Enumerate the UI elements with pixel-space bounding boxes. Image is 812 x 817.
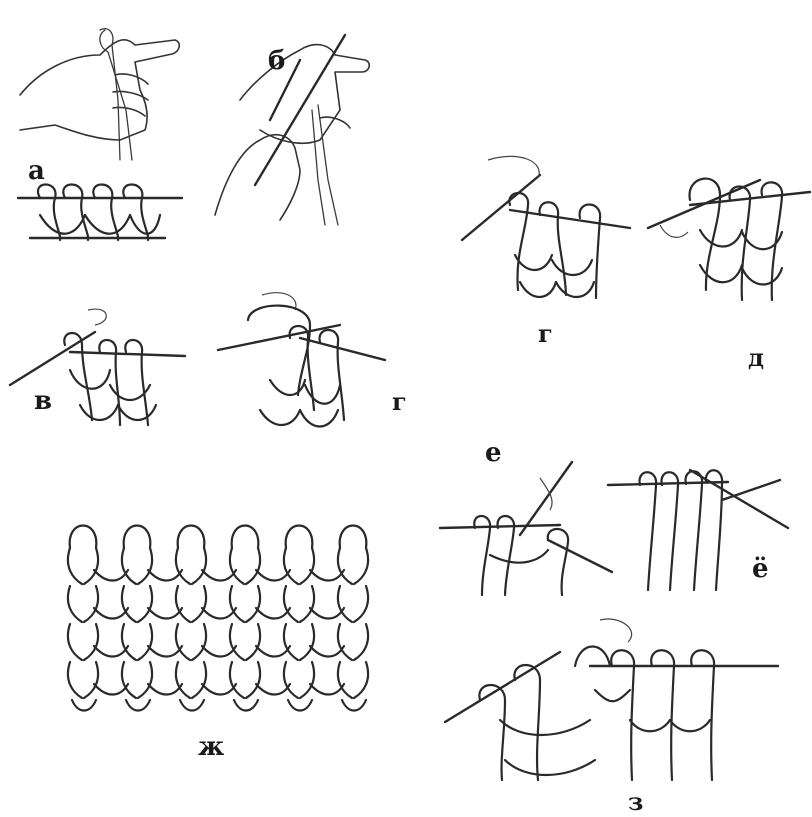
fabric-link	[148, 646, 182, 657]
fabric-stitch	[176, 624, 206, 660]
figure-d-purl-loop	[648, 179, 810, 300]
fabric-link	[202, 570, 236, 581]
figure-b-hands-needle	[215, 35, 369, 225]
fabric-stitch	[68, 586, 98, 622]
label-v: в	[34, 388, 52, 414]
fabric-top-loop	[232, 526, 259, 549]
fabric-stitch	[122, 586, 152, 622]
fabric-stitch	[284, 624, 314, 660]
fabric-link	[256, 570, 290, 581]
label-yo: ё	[752, 556, 769, 582]
fabric-stitch	[230, 586, 260, 622]
figure-zh-fabric	[68, 526, 368, 711]
figure-g-left-wrap	[218, 293, 385, 427]
fabric-top-loop	[340, 526, 367, 549]
fabric-link	[310, 608, 344, 619]
fabric-link	[256, 684, 290, 695]
fabric-link	[310, 646, 344, 657]
label-g-right: г	[538, 322, 553, 346]
label-d: д	[748, 346, 764, 370]
fabric-stitch	[68, 624, 98, 660]
fabric-stitch	[338, 548, 368, 584]
fabric-link	[256, 608, 290, 619]
label-e: е	[485, 440, 502, 466]
fabric-link	[148, 684, 182, 695]
fabric-stitch	[230, 548, 260, 584]
label-a: а	[28, 158, 45, 184]
fabric-stitch	[338, 662, 368, 698]
fabric-link	[202, 646, 236, 657]
fabric-link	[202, 608, 236, 619]
fabric-stitch	[284, 548, 314, 584]
fabric-link	[94, 646, 128, 657]
fabric-stitch	[68, 548, 98, 584]
fabric-top-loop	[124, 526, 151, 549]
fabric-link	[202, 684, 236, 695]
fabric-link	[94, 608, 128, 619]
fabric-stitch	[122, 548, 152, 584]
label-b: б	[268, 48, 285, 74]
fabric-stitch	[176, 662, 206, 698]
fabric-stitch	[284, 586, 314, 622]
fabric-link	[94, 684, 128, 695]
fabric-link	[94, 570, 128, 581]
fabric-link	[148, 570, 182, 581]
label-g-left: г	[392, 390, 407, 414]
figure-z-rib-transfer	[445, 619, 778, 780]
fabric-stitch	[176, 586, 206, 622]
fabric-top-loop	[286, 526, 313, 549]
fabric-bottom-edge	[72, 700, 366, 711]
fabric-stitch	[230, 662, 260, 698]
fabric-stitch	[122, 662, 152, 698]
figure-a-cast-on-row	[18, 185, 182, 241]
fabric-top-loop	[70, 526, 97, 549]
fabric-link	[148, 608, 182, 619]
figure-e-transfer	[440, 462, 612, 595]
label-z: з	[628, 790, 643, 814]
fabric-stitch	[284, 662, 314, 698]
fabric-stitch	[338, 586, 368, 622]
fabric-link	[310, 684, 344, 695]
fabric-stitch	[230, 624, 260, 660]
fabric-stitch	[68, 662, 98, 698]
fabric-link	[256, 646, 290, 657]
fabric-top-loop	[178, 526, 205, 549]
fabric-stitch	[338, 624, 368, 660]
figure-g-right-purl	[462, 156, 630, 298]
label-zh: ж	[198, 734, 224, 760]
fabric-link	[310, 570, 344, 581]
fabric-stitch	[176, 548, 206, 584]
fabric-stitch	[122, 624, 152, 660]
figure-a-hand-yarn	[20, 29, 179, 160]
